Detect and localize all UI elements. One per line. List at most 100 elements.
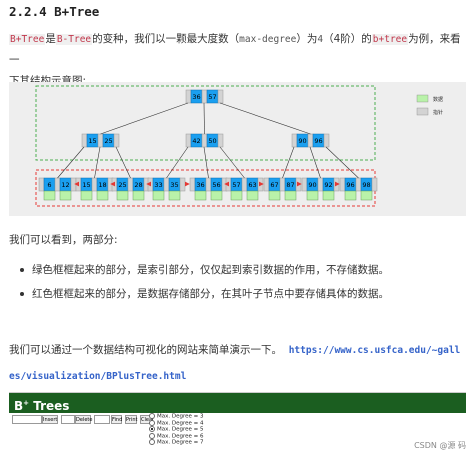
app-title-trees: Trees — [29, 399, 70, 413]
leaf-node-2-key-label-0: 25 — [118, 181, 126, 189]
leaf-node-6-key-label-0: 67 — [270, 181, 278, 189]
radio-icon[interactable] — [149, 413, 155, 419]
legend-swatch-1 — [416, 107, 429, 116]
leaf-node-3-key-label-1: 35 — [170, 181, 178, 189]
print-button[interactable]: Print — [125, 415, 138, 424]
visualization-link-cont[interactable]: es/visualization/BPlusTree.html — [9, 371, 187, 382]
leaf-node-3-ptr-1 — [163, 177, 170, 192]
degree-option-4[interactable]: Max. Degree = 4 — [149, 419, 204, 426]
edge-internal-2-0 — [282, 146, 295, 179]
internal-node-1-ptr-2 — [217, 133, 224, 148]
demo-paragraph: 我们可以通过一个数据结构可视化的网站来简单演示一下。 https://www.c… — [9, 340, 467, 361]
edge-root-2 — [219, 102, 311, 135]
radio-icon[interactable] — [149, 419, 155, 426]
internal-node-2-key-label-0: 90 — [298, 137, 306, 145]
degree-option-label: Max. Degree = 3 — [157, 413, 204, 420]
leaf-node-7-data-1 — [322, 190, 335, 201]
internal-node-0-ptr-1 — [97, 133, 104, 148]
index-region — [35, 85, 376, 161]
legend-label-0: 数据 — [433, 96, 443, 103]
degree-option-label: Max. Degree = 4 — [157, 420, 204, 426]
leaf-node-6-ptr-0 — [263, 177, 270, 192]
degree-option-7[interactable]: Max. Degree = 7 — [149, 439, 204, 446]
leaf-node-7-key-label-1: 92 — [324, 181, 332, 189]
internal-node-0-ptr-0 — [81, 133, 88, 148]
app-title: B+ Trees — [14, 393, 69, 416]
root-node-key-label-0: 36 — [192, 93, 200, 101]
app-header: B+ Trees — [9, 393, 466, 413]
find-input[interactable] — [94, 415, 110, 424]
leaf-node-0-data-1 — [59, 190, 72, 201]
bullet-list: 绿色框框起来的部分，是索引部分，仅仅起到索引数据的作用，不存储数据。 红色框框起… — [18, 258, 389, 306]
internal-node-0-key-label-1: 25 — [104, 137, 112, 145]
legend-label-1: 指针 — [433, 109, 443, 116]
root-node-ptr-1 — [201, 89, 208, 104]
leaf-node-2-key-label-1: 28 — [134, 181, 142, 189]
leaf-node-6-ptr-2 — [295, 177, 302, 192]
leaf-node-4-key-label-0: 36 — [196, 181, 204, 189]
app-toolbar: Insert Delete Find Print Clear Max. Degr… — [9, 413, 466, 455]
leaf-node-7-key-label-0: 90 — [308, 181, 316, 189]
leaf-node-1-data-0 — [80, 190, 93, 201]
observe-text: 我们可以看到，两部分: — [9, 234, 118, 246]
insert-button[interactable]: Insert — [42, 415, 58, 424]
leaf-node-5-ptr-1 — [241, 177, 248, 192]
internal-node-1-ptr-0 — [185, 133, 192, 148]
leaf-node-8-ptr-2 — [371, 177, 378, 192]
legend-swatch-0 — [416, 94, 429, 103]
intro-text-1: 是 — [45, 33, 56, 45]
code-bplustree-lower: b+tree — [371, 34, 409, 45]
leaf-node-4-ptr-0 — [189, 177, 196, 192]
leaf-node-6-key-label-1: 87 — [286, 181, 294, 189]
edge-internal-1-1 — [203, 146, 209, 179]
intro-text-5: 为例，来看一 — [9, 33, 461, 66]
app-title-plus: + — [23, 399, 30, 407]
demo-text: 我们可以通过一个数据结构可视化的网站来简单演示一下。 — [9, 344, 282, 356]
leaf-node-7-ptr-2 — [333, 177, 340, 192]
edge-internal-1-2 — [219, 146, 245, 179]
leaf-node-5-ptr-0 — [225, 177, 232, 192]
leaf-node-0-ptr-1 — [54, 177, 61, 192]
code-btree: B-Tree — [55, 34, 93, 45]
bullet-data-part: 红色框框起来的部分，是数据存储部分，在其叶子节点中要存储具体的数据。 — [18, 282, 389, 306]
intro-text-4: （4阶）的 — [323, 33, 372, 45]
internal-node-2-key-label-1: 96 — [314, 137, 322, 145]
radio-icon[interactable] — [149, 432, 155, 439]
edge-internal-2-1 — [309, 146, 321, 179]
degree-option-6[interactable]: Max. Degree = 6 — [149, 432, 204, 439]
code-bplustree: B+Tree — [9, 34, 46, 45]
demo-link-line2: es/visualization/BPlusTree.html — [9, 366, 467, 387]
leaf-node-6-data-1 — [284, 190, 297, 201]
leaf-node-2-ptr-0 — [111, 177, 118, 192]
delete-button[interactable]: Delete — [75, 415, 93, 424]
leaf-node-6-data-0 — [268, 190, 281, 201]
leaf-node-2-ptr-1 — [127, 177, 134, 192]
leaf-node-8-ptr-0 — [339, 177, 346, 192]
leaf-node-0-key-label-1: 12 — [61, 181, 69, 189]
visualization-link[interactable]: https://www.cs.usfca.edu/~gall — [288, 345, 461, 356]
degree-option-label: Max. Degree = 5 — [157, 426, 204, 433]
root-node-ptr-0 — [185, 89, 192, 104]
section-heading: 2.2.4 B+Tree — [9, 4, 100, 19]
leaf-node-8-ptr-1 — [355, 177, 362, 192]
degree-option-3[interactable]: Max. Degree = 3 — [149, 413, 204, 420]
leaf-node-3-data-1 — [168, 190, 181, 201]
leaf-node-3-ptr-0 — [147, 177, 154, 192]
radio-icon[interactable] — [149, 439, 155, 445]
leaf-node-1-key-label-0: 15 — [82, 181, 90, 189]
leaf-node-7-data-0 — [306, 190, 319, 201]
delete-input[interactable] — [61, 415, 75, 424]
edge-root-0 — [100, 102, 189, 135]
internal-node-0-key-label-0: 15 — [88, 137, 96, 145]
root-node-key-label-1: 57 — [208, 93, 216, 101]
edge-internal-0-0 — [57, 146, 85, 179]
leaf-node-5-key-label-1: 63 — [248, 181, 256, 189]
insert-input[interactable] — [12, 415, 42, 424]
degree-option-5[interactable]: Max. Degree = 5 — [149, 426, 204, 433]
leaf-node-4-data-0 — [194, 190, 207, 201]
radio-icon[interactable] — [149, 426, 155, 432]
find-button[interactable]: Find — [111, 415, 123, 424]
leaf-node-3-data-0 — [152, 190, 165, 201]
leaf-node-0-data-0 — [43, 190, 56, 201]
